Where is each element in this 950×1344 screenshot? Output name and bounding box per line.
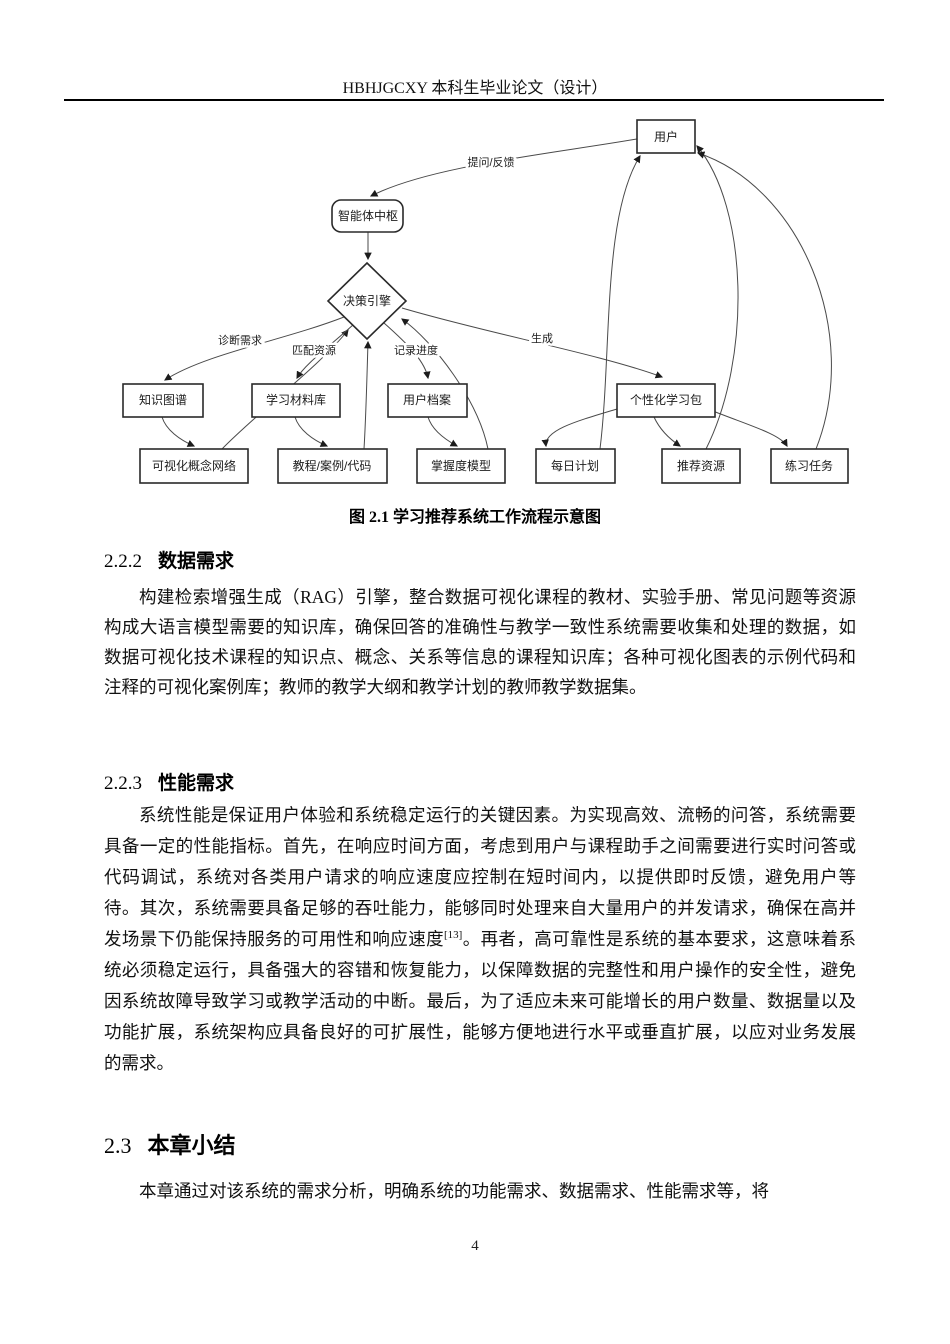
edge-user-to-hub	[369, 138, 638, 197]
figure-caption: 图 2.1 学习推荐系统工作流程示意图	[348, 509, 601, 526]
paragraph-text-after-ref: 。再者，高可靠性是系统的基本要求，这意味着系统必须稳定运行，具备强大的容错和恢复…	[104, 929, 857, 1073]
edge-pack-to-recommend	[653, 416, 681, 447]
edge-profile-to-mastery	[427, 416, 458, 447]
paragraph-chapter-summary: 本章通过对该系统的需求分析，明确系统的功能需求、数据需求、性能需求等，将	[139, 1181, 769, 1201]
section-number: 2.2.2	[104, 551, 142, 572]
section-number: 2.2.3	[104, 773, 142, 794]
node-user: 用户	[636, 119, 696, 154]
edge-materials-to-tutorials	[294, 416, 329, 447]
edge-daily-to-user	[599, 155, 641, 450]
node-decision-engine-label: 决策引擎	[343, 293, 391, 308]
workflow-diagram: 提问/反馈 诊断需求 匹配资源 记录进度 生成 用户 智能体中枢 决策引擎 知识…	[122, 119, 849, 484]
edge-label-match: 匹配资源	[292, 343, 336, 357]
page-number: 4	[471, 1238, 479, 1254]
node-tutorial-case-code: 教程/案例/代码	[277, 448, 388, 484]
node-personal-pack-label: 个性化学习包	[630, 392, 702, 407]
node-viz-concept-network: 可视化概念网络	[139, 448, 249, 484]
node-learning-materials: 学习材料库	[251, 383, 341, 418]
section-heading-2-2-3: 2.2.3 性能需求	[104, 768, 864, 795]
node-recommend-resource: 推荐资源	[661, 448, 741, 484]
node-learning-materials-label: 学习材料库	[266, 392, 326, 407]
node-practice-task: 练习任务	[770, 448, 849, 484]
node-mastery-model-label: 掌握度模型	[431, 458, 491, 473]
header-title: HBHJGCXY 本科生毕业论文（设计）	[342, 80, 608, 97]
node-user-profile-label: 用户档案	[403, 392, 451, 407]
node-viz-concept-network-label: 可视化概念网络	[152, 458, 236, 473]
node-user-profile: 用户档案	[387, 383, 468, 418]
node-knowledge-graph-label: 知识图谱	[139, 393, 187, 407]
edge-label-diagnose: 诊断需求	[218, 333, 262, 347]
node-user-label: 用户	[654, 129, 678, 144]
header-rule	[64, 99, 884, 101]
node-daily-plan-label: 每日计划	[551, 458, 599, 473]
edge-label-generate: 生成	[531, 331, 553, 345]
edge-practice-to-user	[696, 151, 832, 450]
node-tutorial-case-code-label: 教程/案例/代码	[293, 458, 372, 473]
edge-label-record: 记录进度	[394, 343, 438, 357]
paragraph-text-before-ref: 系统性能是保证用户体验和系统稳定运行的关键因素。为实现高效、流畅的问答，系统需要…	[104, 805, 856, 949]
node-agent-hub: 智能体中枢	[331, 199, 404, 233]
node-recommend-resource-label: 推荐资源	[677, 459, 725, 473]
edge-label-ask-feedback: 提问/反馈	[467, 156, 514, 169]
edge-tutorials-to-engine	[363, 340, 372, 450]
node-decision-engine: 决策引擎	[326, 261, 408, 341]
paragraph-performance-requirements: 系统性能是保证用户体验和系统稳定运行的关键因素。为实现高效、流畅的问答，系统需要…	[104, 800, 856, 1079]
section-title: 本章小结	[147, 1133, 236, 1158]
edge-knowledge-graph-to-viznet	[161, 416, 196, 447]
node-practice-task-label: 练习任务	[785, 458, 833, 473]
edge-pack-to-practice	[712, 410, 788, 447]
edge-engine-to-materials	[296, 323, 355, 379]
section-title: 性能需求	[158, 773, 235, 794]
section-heading-2-3: 2.3 本章小结	[104, 1128, 864, 1160]
node-personal-pack: 个性化学习包	[616, 383, 716, 418]
section-title: 数据需求	[158, 551, 235, 572]
section-number: 2.3	[104, 1133, 132, 1158]
node-mastery-model: 掌握度模型	[416, 448, 506, 484]
node-agent-hub-label: 智能体中枢	[338, 208, 398, 223]
edge-engine-to-pack	[401, 307, 664, 379]
node-daily-plan: 每日计划	[535, 448, 616, 484]
section-heading-2-2-2: 2.2.2 数据需求	[104, 546, 864, 573]
citation-ref: [13]	[444, 929, 463, 942]
edge-mastery-to-engine	[401, 318, 489, 450]
edge-recommend-to-user	[696, 145, 739, 450]
paragraph-data-requirements: 构建检索增强生成（RAG）引擎，整合数据可视化课程的教材、实验手册、常见问题等资…	[104, 587, 856, 697]
edge-engine-to-profile	[383, 322, 431, 380]
edge-engine-to-knowledge-graph	[164, 316, 345, 381]
node-knowledge-graph: 知识图谱	[122, 383, 204, 418]
edge-pack-to-daily	[541, 408, 618, 448]
